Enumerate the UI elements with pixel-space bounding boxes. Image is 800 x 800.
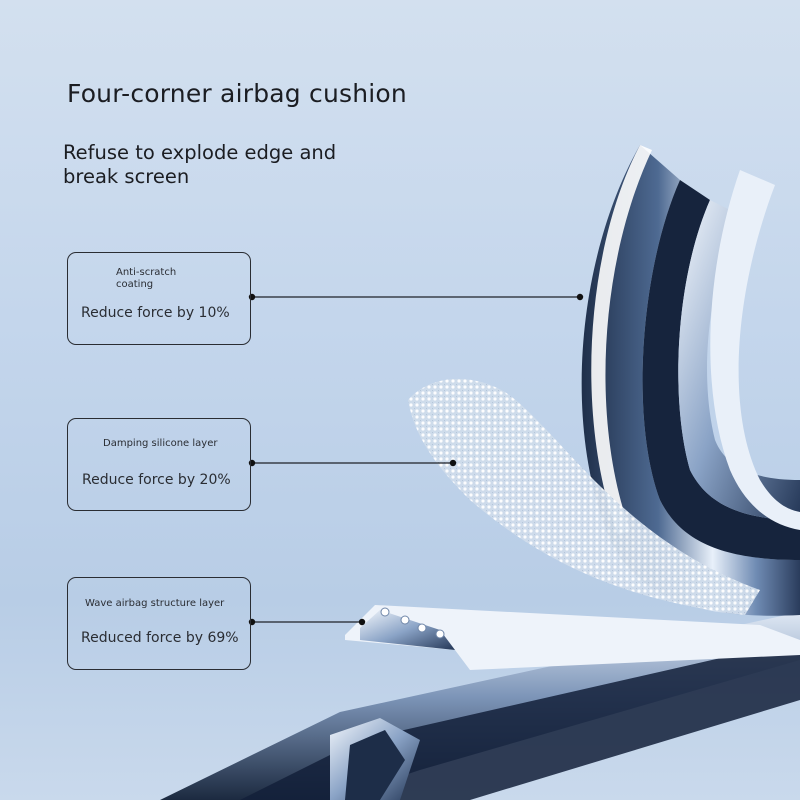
callout-label: Anti-scratch coating (116, 267, 177, 290)
wave-airbag-graphic (345, 605, 800, 670)
callout-wave-airbag: Wave airbag structure layer Reduced forc… (67, 577, 251, 670)
callout-value: Reduce force by 10% (81, 305, 230, 321)
curved-shell-graphic (581, 145, 800, 616)
callout-label: Damping silicone layer (103, 438, 218, 449)
mesh-layer-graphic (408, 378, 760, 615)
callout-label: Wave airbag structure layer (85, 598, 225, 609)
page-subtitle: Refuse to explode edge and break screen (63, 141, 337, 188)
page-title: Four-corner airbag cushion (67, 79, 407, 108)
leader-lines (252, 296, 580, 623)
callout-value: Reduced force by 69% (81, 630, 239, 646)
callout-value: Reduce force by 20% (82, 472, 231, 488)
callout-anti-scratch: Anti-scratch coating Reduce force by 10% (67, 252, 251, 345)
callout-damping-silicone: Damping silicone layer Reduce force by 2… (67, 418, 251, 511)
